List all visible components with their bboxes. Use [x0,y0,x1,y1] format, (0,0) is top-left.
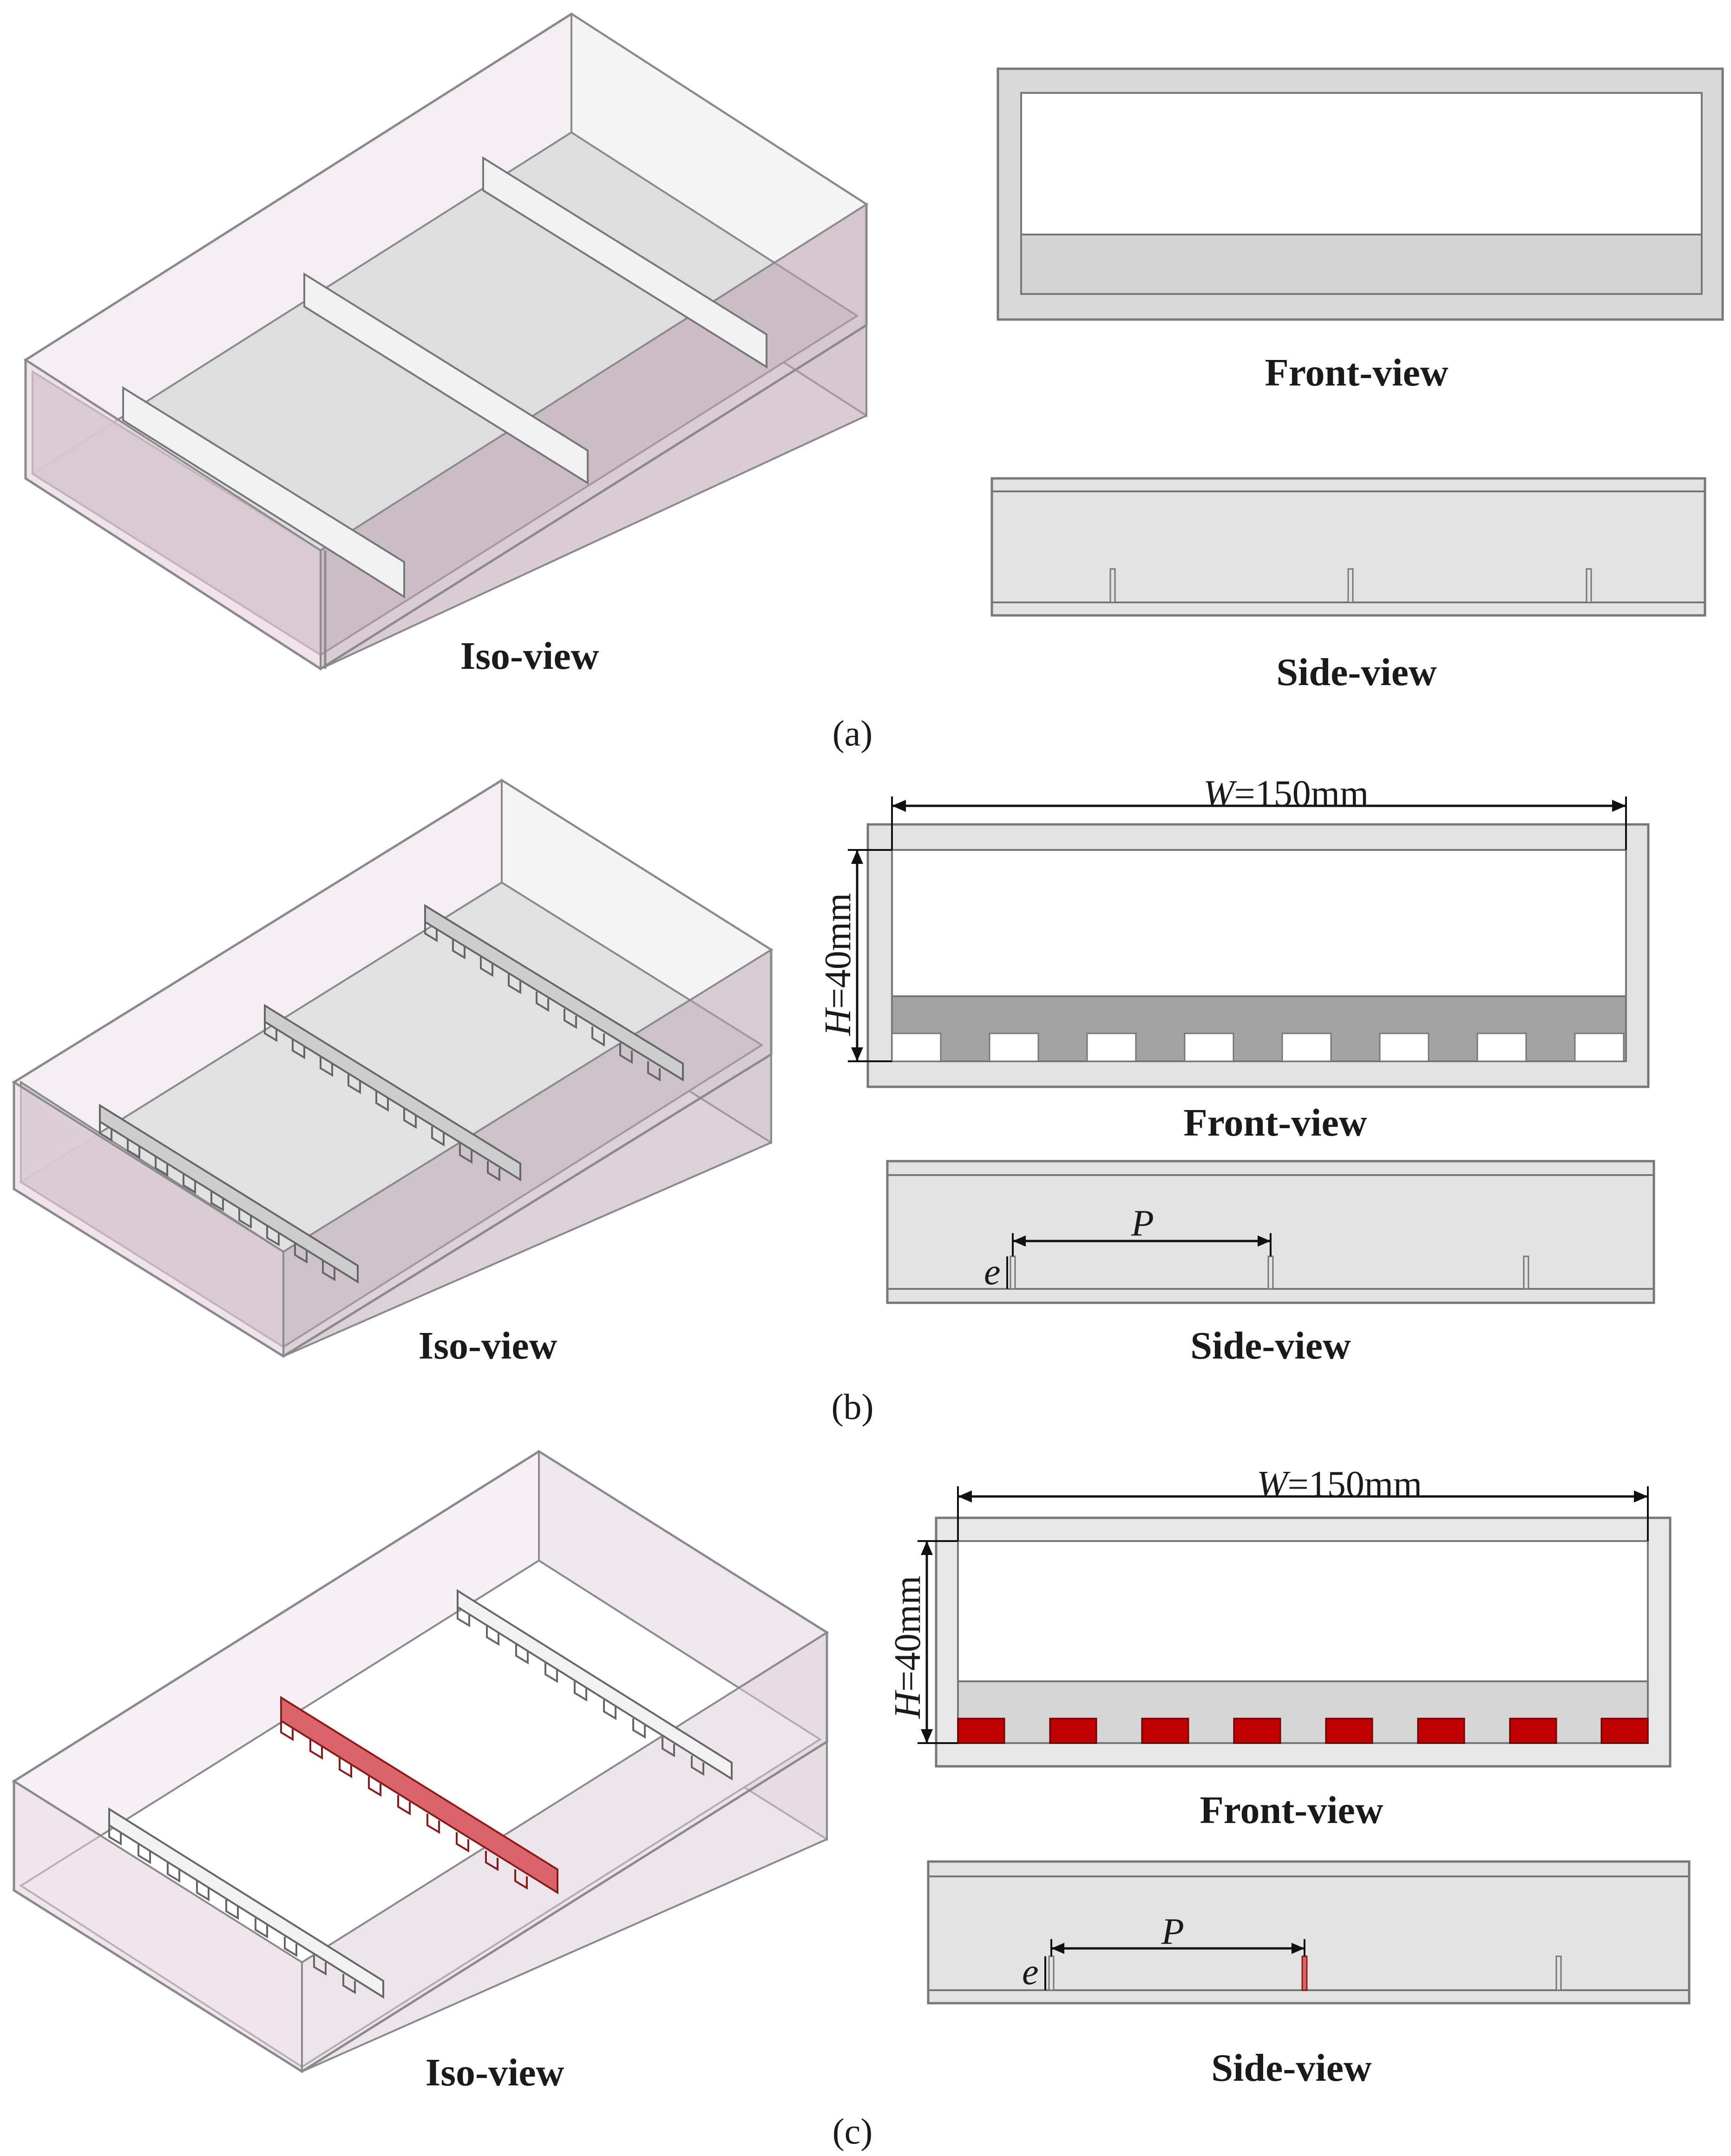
side-rib-3 [1586,568,1592,603]
front-heated-blocks [957,1718,1649,1744]
rib-1 [122,386,405,599]
front-gaps [891,1032,1625,1062]
toothed-rib-3 [457,1589,733,1781]
channel-outer-edge [13,950,773,1358]
panel-c: Iso-view W=150mm [12,1450,1691,2151]
pitch-dim-label: P [1161,1911,1184,1952]
side-rib-2 [1347,568,1354,603]
side-outer [927,1860,1691,2005]
side-view-label-a: Side-view [1276,651,1437,694]
iso-view-c: Iso-view [12,1450,829,2094]
iso-view-a: Iso-view [23,12,869,678]
side-rib-3 [1523,1255,1529,1290]
rib-2 [303,272,589,485]
iso-view-label-a: Iso-view [460,634,599,678]
width-dim-label: W=150mm [1203,773,1369,814]
side-view-a: Side-view [990,477,1706,694]
side-rib-2 [1267,1255,1274,1290]
side-rib-1 [1010,1255,1016,1290]
side-view-label-c: Side-view [1211,2046,1372,2090]
panel-label-c: (c) [833,2111,873,2151]
front-view-label-c: Front-view [1200,1789,1383,1832]
panel-label-b: (b) [832,1386,874,1427]
side-view-c: P e Side-view [927,1860,1691,2090]
width-dim-label: W=150mm [1257,1464,1422,1505]
front-view-label-b: Front-view [1183,1101,1367,1144]
iso-view-label-c: Iso-view [426,2051,564,2094]
panel-a: Iso-view Front-view Side-view (a) [23,12,1724,753]
side-view-b: P e Side-view [886,1160,1655,1367]
toothed-rib-2 [264,1004,521,1182]
side-rib-3 [1555,1955,1562,1991]
rib-3 [482,156,767,369]
front-view-c: W=150mm H=40mm Front-view [887,1464,1672,1832]
iso-view-label-b: Iso-view [419,1324,557,1367]
front-view-label-a: Front-view [1265,351,1448,394]
side-rib-1 [1048,1955,1055,1991]
height-dim-label: H=40mm [818,893,859,1036]
toothed-rib-1 [108,1807,384,1999]
panel-b: Iso-view W=150mm [12,773,1655,1427]
rib-height-dim-label: e [1022,1952,1039,1993]
heated-toothed-rib [280,1696,558,1895]
front-view-a: Front-view [997,67,1724,394]
height-dim-label: H=40mm [887,1576,928,1719]
toothed-rib-1 [99,1104,359,1284]
panel-label-a: (a) [833,713,873,753]
iso-view-b: Iso-view [12,778,774,1367]
front-view-b: W=150mm H=40mm Front-view [818,773,1650,1144]
channel-outer-edge [13,1633,828,2073]
toothed-rib-3 [424,904,684,1082]
side-rib-1 [1109,568,1116,603]
side-heated-rib [1301,1955,1308,1991]
side-view-label-b: Side-view [1190,1324,1351,1367]
channel-outer-edge [24,204,868,670]
rib-height-dim-label: e [984,1252,1001,1293]
pitch-dim-label: P [1131,1203,1154,1244]
front-fluid [1020,234,1703,295]
